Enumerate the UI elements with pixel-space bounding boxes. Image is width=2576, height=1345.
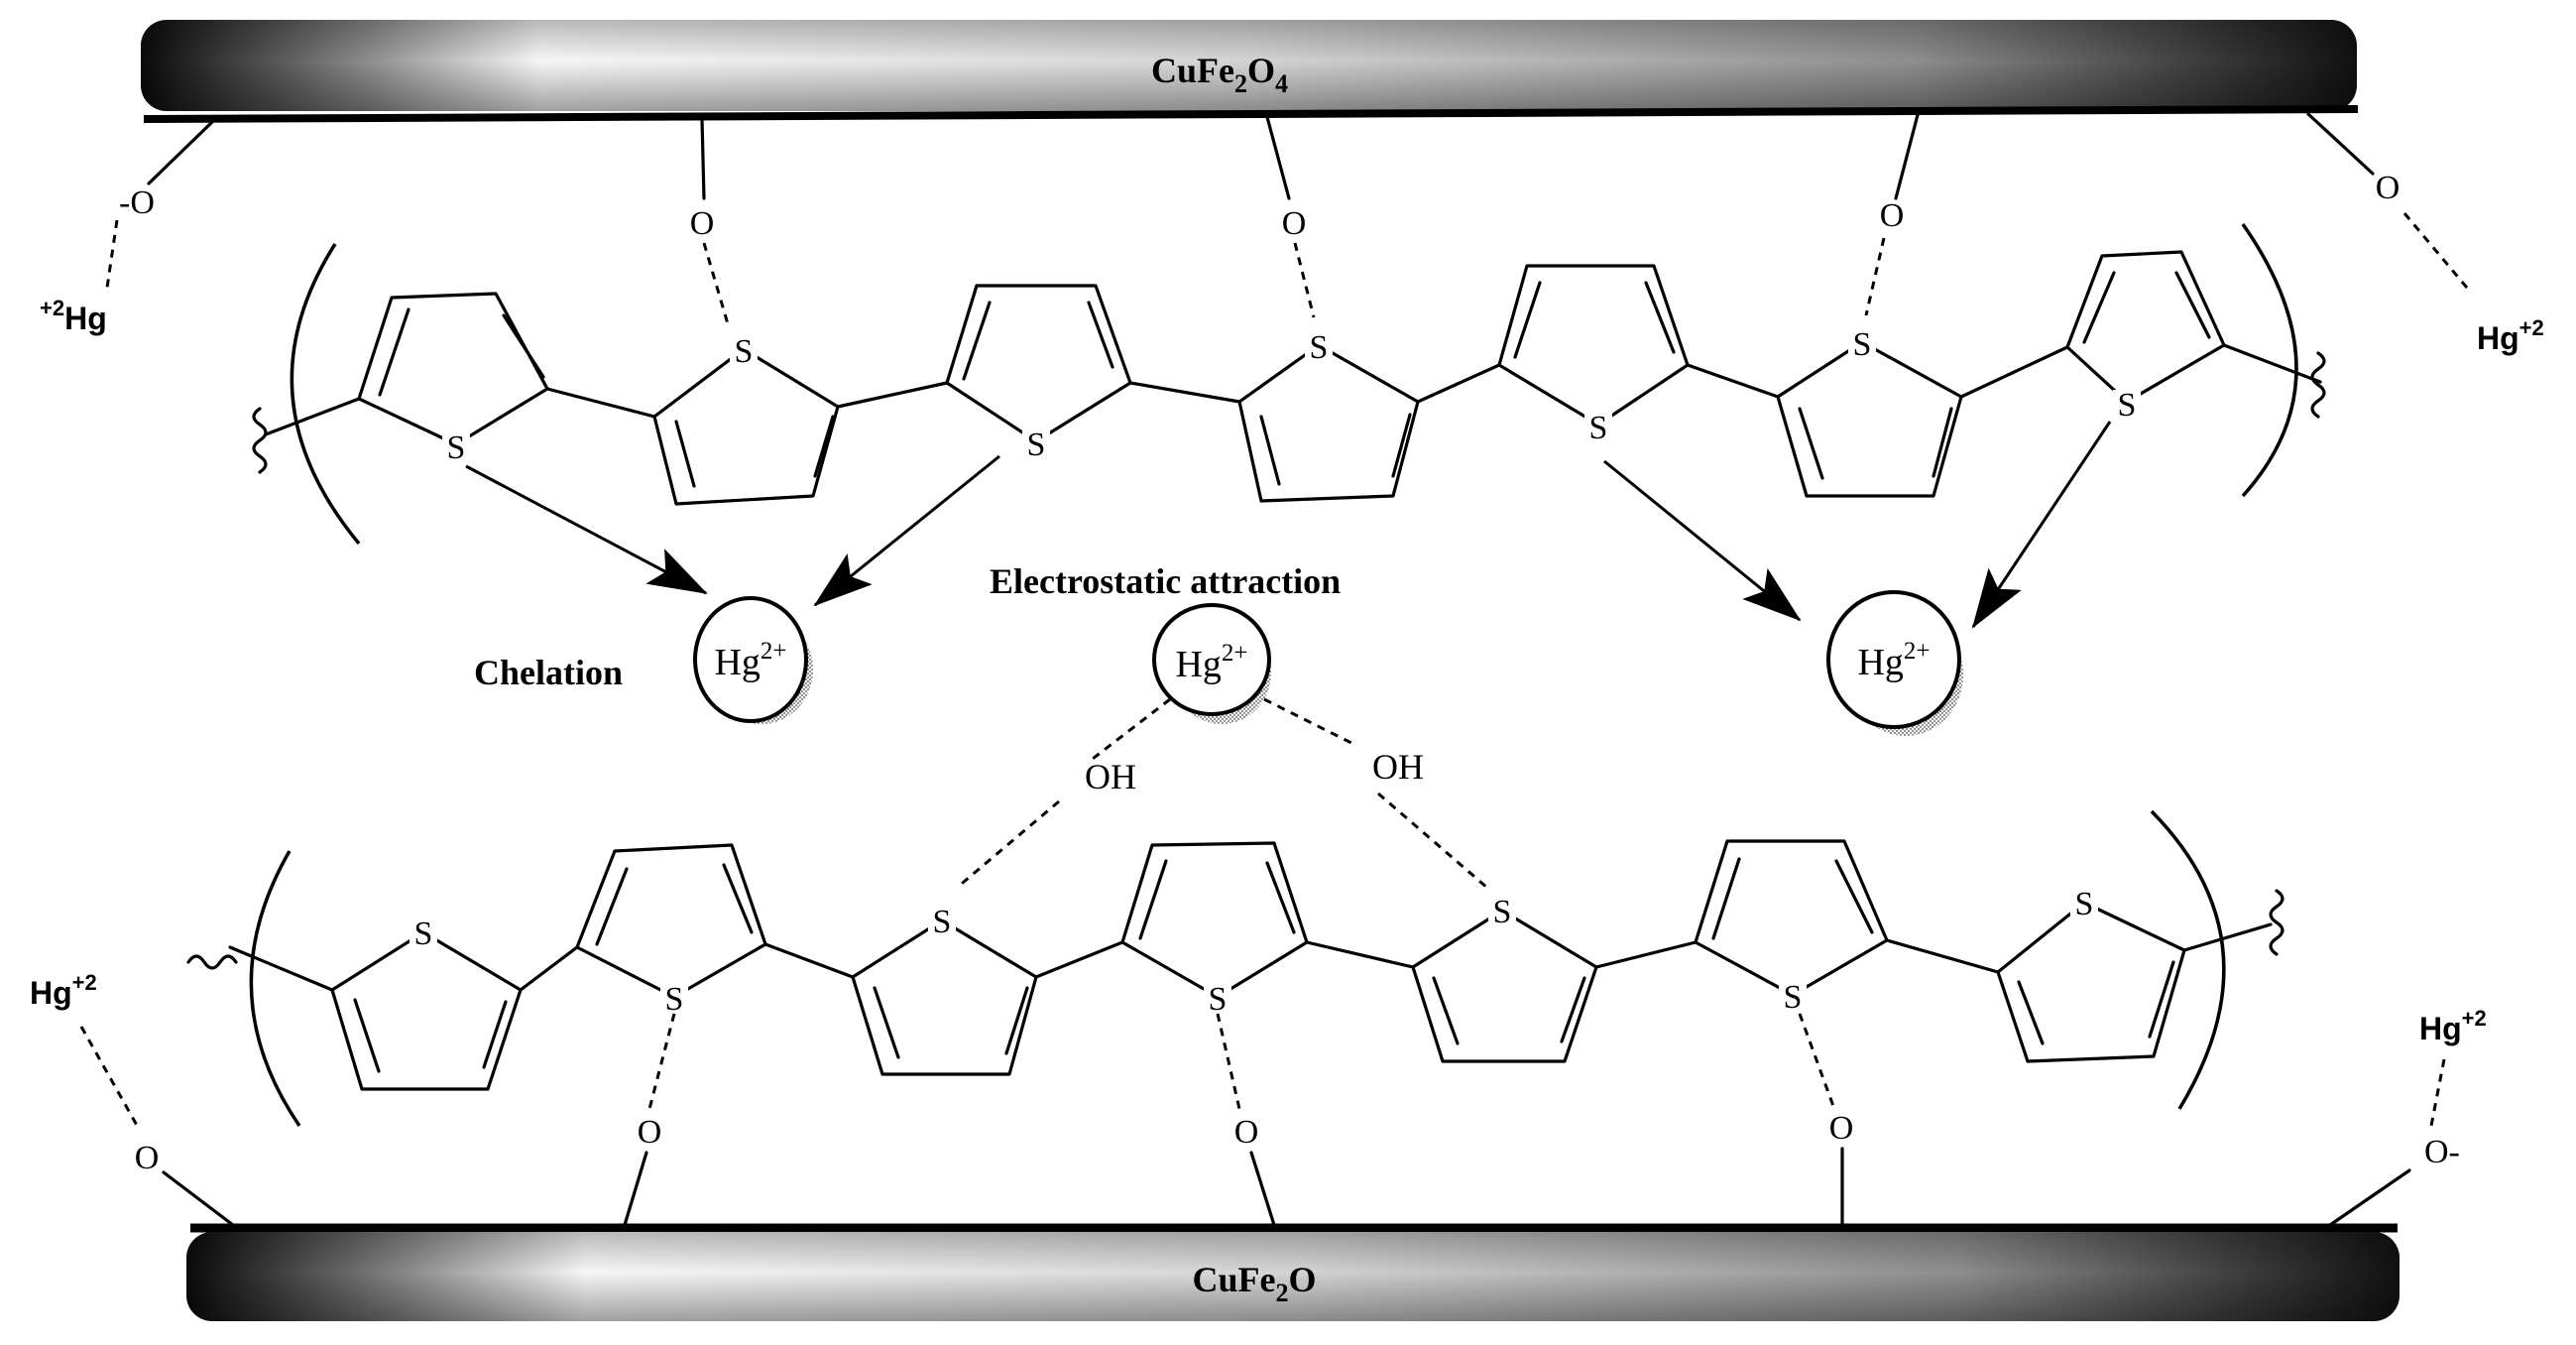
top-polythiophene-chain: S S S S S S S <box>252 222 2326 546</box>
sulfur-atom: S <box>1209 981 1228 1018</box>
bottom-plate-formula: CuFe2O <box>1192 1260 1316 1307</box>
top-plate-formula: CuFe2O4 <box>1151 51 1288 98</box>
electrostatic-interactions: OH OH <box>956 697 1488 890</box>
top-cufe2o4-plate: CuFe2O4 <box>141 20 2359 123</box>
bottom-polythiophene-chain: S S S S S S S <box>186 809 2284 1127</box>
hg-ion-text: Hg2+ <box>1175 640 1247 685</box>
oxygen-atom: O <box>1829 1110 1854 1147</box>
oxygen-atom: O <box>1880 197 1905 234</box>
oxide-atom: -O <box>119 184 155 221</box>
chelation-arrows <box>465 421 2112 629</box>
sulfur-atom: S <box>2075 886 2094 922</box>
oxygen-atom: O <box>1282 205 1307 242</box>
sulfur-atom: S <box>665 981 684 1018</box>
bottom-cufe2o-plate: CuFe2O <box>186 1223 2400 1321</box>
sulfur-atom: S <box>933 904 952 940</box>
hydroxyl-group: OH <box>1085 757 1136 796</box>
oxygen-atom: O <box>2376 170 2400 206</box>
sulfur-atom: S <box>1310 329 1329 366</box>
electrostatic-attraction-label: Electrostatic attraction <box>990 561 1341 601</box>
sulfur-atom: S <box>735 333 754 370</box>
sulfur-atom: S <box>1784 979 1803 1016</box>
sulfur-atom: S <box>414 916 433 952</box>
top-plate-linkers: -O +2Hg O O O O Hg+2 <box>40 109 2544 356</box>
hg-ion-label: Hg+2 <box>2419 1006 2487 1046</box>
oxygen-atom: O <box>1234 1114 1259 1151</box>
hg-ion-left: Hg2+ <box>693 596 813 724</box>
oxygen-atom: O <box>690 205 715 242</box>
bottom-plate-linkers: Hg+2 O O O O Hg+2 O- <box>30 970 2487 1227</box>
sulfur-atom: S <box>1589 410 1608 446</box>
oxide-atom: O- <box>2424 1134 2460 1170</box>
hg-ion-center: Hg2+ <box>1152 603 1271 724</box>
hg-ion-text: Hg2+ <box>714 638 786 683</box>
oxygen-atom: O <box>638 1114 662 1151</box>
chelation-label: Chelation <box>474 653 623 692</box>
oxygen-atom: O <box>135 1140 160 1176</box>
hg-ion-label: +2Hg <box>40 296 107 336</box>
sulfur-atom: S <box>447 429 466 466</box>
hydroxyl-group: OH <box>1372 747 1424 787</box>
sulfur-atom: S <box>1853 326 1872 363</box>
hg-ion-label: Hg+2 <box>30 970 97 1011</box>
hg-ion-label: Hg+2 <box>2477 315 2544 356</box>
sulfur-atom: S <box>1493 894 1512 930</box>
hg-ion-text: Hg2+ <box>1857 638 1930 683</box>
sulfur-atom: S <box>1027 427 1046 463</box>
hg-ion-right: Hg2+ <box>1826 590 1963 736</box>
sulfur-atom: S <box>2118 387 2137 424</box>
